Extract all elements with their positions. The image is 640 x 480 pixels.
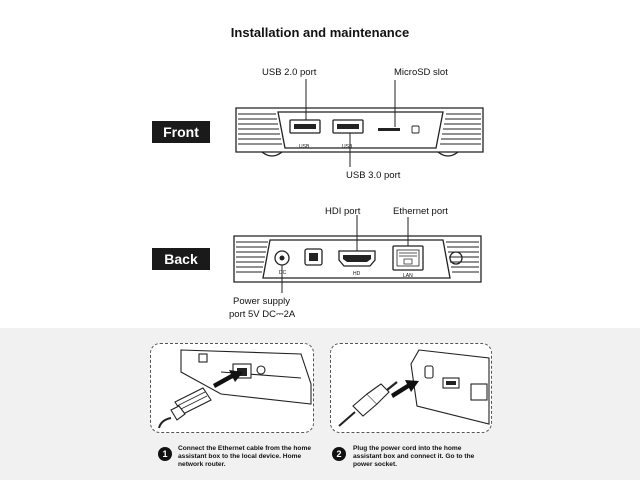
hdmi-port-label: HDI port <box>325 206 361 217</box>
step2-line1: Plug the power cord into the home <box>353 445 462 452</box>
front-device <box>235 107 484 157</box>
front-right-vents <box>440 113 481 145</box>
back-left-vents <box>236 241 268 273</box>
power-supply-label-line1: Power supply <box>233 296 291 307</box>
step2-line2: assistant box and connect it. Go to the <box>353 453 475 460</box>
usb-a-marking: USB <box>299 144 310 150</box>
step2-number-badge: 2 <box>332 447 346 461</box>
back-round-button <box>449 251 463 265</box>
back-badge: Back <box>152 248 210 270</box>
power-supply-label-line2: port 5V DC⎓2A <box>229 309 296 320</box>
power-cord-illustration <box>338 349 490 427</box>
hdmi-port <box>338 250 376 267</box>
front-left-vents <box>238 113 282 145</box>
usb-b-marking: USB <box>342 144 353 150</box>
step1-number-badge: 1 <box>158 447 172 461</box>
step1-illustration <box>150 343 314 433</box>
usb2-port-label: USB 2.0 port <box>262 67 317 78</box>
step2-text: Plug the power cord into the home assist… <box>353 445 503 469</box>
microsd-slot-label: MicroSD slot <box>394 67 448 78</box>
back-device <box>233 235 482 283</box>
usb3-port <box>332 119 364 134</box>
step1-line3: network router. <box>178 461 226 468</box>
audio-port <box>304 248 323 266</box>
usb3-port-label: USB 3.0 port <box>346 170 401 181</box>
usb2-port <box>289 119 321 134</box>
step1-line2: assistant box to the local device. Home <box>178 453 302 460</box>
dc-marking: DC <box>279 270 287 276</box>
step2-line3: power socket. <box>353 461 397 468</box>
lan-marking: LAN <box>403 273 413 279</box>
ethernet-cable-illustration <box>158 349 312 429</box>
microsd-slot <box>378 128 400 131</box>
page-title: Installation and maintenance <box>230 25 410 40</box>
hd-marking: HD <box>353 271 361 277</box>
front-small-icon <box>411 125 420 134</box>
step1-arrow <box>213 370 243 388</box>
back-right-vents <box>446 241 479 273</box>
ethernet-port-label: Ethernet port <box>393 206 448 217</box>
step2-illustration <box>330 343 492 433</box>
step2-arrow <box>391 380 419 398</box>
step1-line1: Connect the Ethernet cable from the home <box>178 445 311 452</box>
instructions-panel <box>0 328 640 480</box>
step1-text: Connect the Ethernet cable from the home… <box>178 445 328 469</box>
front-badge: Front <box>152 121 210 143</box>
